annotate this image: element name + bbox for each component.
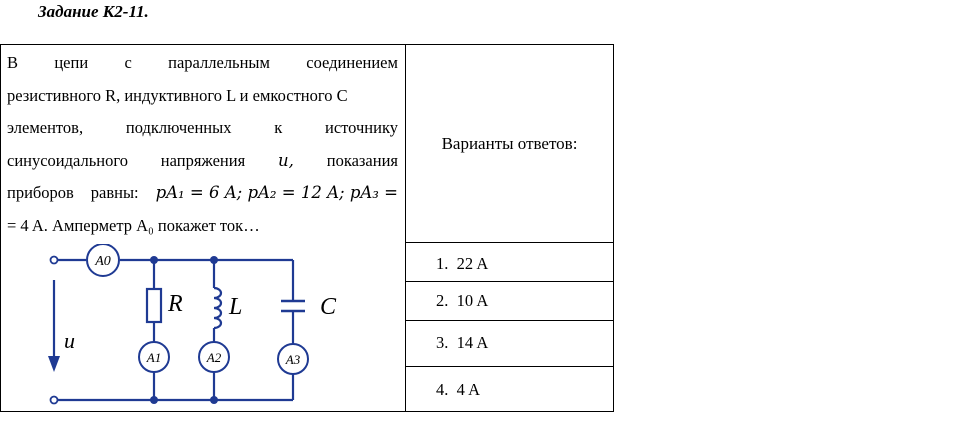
svg-text:A0: A0 [94, 254, 111, 269]
answer-option-4[interactable]: 4. 4 A [436, 380, 481, 399]
problem-line-3: элементов, подключенных к источнику [7, 118, 398, 138]
voltage-arrow-icon [48, 356, 60, 372]
task-title: Задание К2-11. [38, 2, 149, 21]
svg-text:A1: A1 [146, 350, 161, 365]
svg-text:A2: A2 [206, 350, 222, 365]
capacitor-icon [281, 299, 305, 313]
answers-header: Варианты ответов: [441, 133, 578, 153]
problem-line-4: синусоидального напряжения u, показания [7, 150, 398, 170]
label-l: L [228, 294, 242, 320]
inductor-icon [213, 286, 223, 330]
resistor-icon [145, 287, 163, 324]
label-c: C [320, 294, 337, 320]
problem-line-2: резистивного R, индуктивного L и емкостн… [7, 85, 348, 105]
answer-option-3[interactable]: 3. 14 A [436, 333, 489, 352]
answer-option-1[interactable]: 1. 22 A [436, 254, 489, 273]
terminal-bottom-icon [49, 395, 59, 405]
answer-option-2[interactable]: 2. 10 A [436, 291, 489, 310]
svg-text:A3: A3 [285, 352, 301, 367]
ammeter-a1-icon: A1 [138, 341, 170, 373]
problem-statement: В цепи с параллельным соединением резист… [7, 47, 398, 243]
terminal-top-icon [49, 255, 59, 265]
circuit-diagram: A0 A1 A2 A3 R L C u [48, 244, 337, 405]
task-table [0, 44, 614, 412]
problem-line-1: В цепи с параллельным соединением [7, 53, 398, 72]
label-u: u [64, 328, 75, 353]
label-r: R [167, 291, 183, 317]
ammeter-a0-icon: A0 [86, 244, 120, 277]
problem-line-5: приборов равны: pA₁ = 6 A; pA₂ = 12 A; p… [7, 183, 398, 203]
ammeter-a2-icon: A2 [198, 341, 230, 373]
problem-line-6: = 4 A. Амперметр A₀ покажет ток… [7, 215, 260, 235]
ammeter-a3-icon: A3 [277, 343, 309, 375]
